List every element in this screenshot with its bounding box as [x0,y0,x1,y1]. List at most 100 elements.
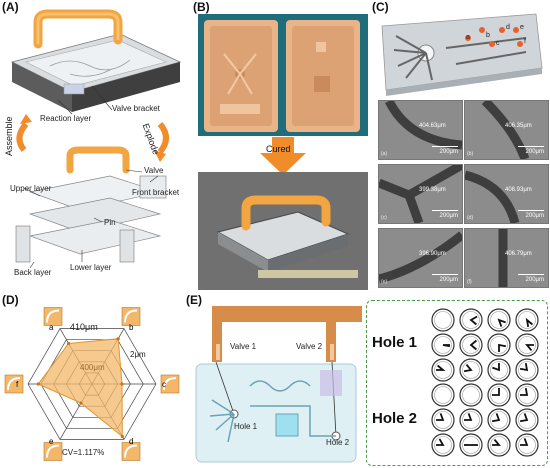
hole-dial-inner [518,386,536,404]
label-hole-1: Hole 1 [234,422,258,431]
scale-bar-label: 200μm [439,277,458,283]
hole-dial-mark [525,317,533,328]
hole-dial-mark [442,344,451,348]
radar-vertex-label-a: a [49,323,54,332]
label-back-layer: Back layer [14,268,52,277]
hole-dial-inner [490,386,508,404]
hole-dial-mark [469,315,478,326]
micrograph-index: (e) [381,279,388,285]
hole-dial-inner [490,336,508,354]
hole-states-box [366,300,548,466]
hole-dial-inner [434,311,452,329]
radar-vertex-label-e: e [49,437,54,446]
radar-vertex-label-c: c [162,380,166,389]
chip-marker-b: b [486,32,490,39]
micrograph-index: (d) [467,215,474,221]
radar-vertex-channel-a [46,309,60,323]
hole-dial-inner [518,336,536,354]
hole-dial-inner [434,336,452,354]
micrograph-index: (f) [467,279,472,285]
hole-dial-inner [490,361,508,379]
radar-point-e [79,401,83,405]
hole-dial-mark [492,388,500,396]
chip-render [376,8,546,98]
hole-2-title: Hole 2 [372,410,418,427]
radar-vertex-label-d: d [129,437,133,446]
scale-bar [432,145,458,147]
micrograph-width-label: 406.35μm [505,123,532,129]
radar-vertex-channel-f [7,377,21,391]
panel-a-illustration [10,9,182,269]
scale-bar-label: 200μm [439,149,458,155]
scale-bar-label: 200μm [439,213,458,219]
radar-vertex-channel-b [124,309,138,323]
micrograph-width-label: 404.63μm [419,123,446,129]
label-pin: Pin [104,218,116,227]
hole-dial-mark [497,318,506,327]
scale-bar [432,273,458,275]
radar-data-area [37,338,123,438]
hole-dial-inner [518,311,536,329]
hole-dial-mark [463,364,473,373]
hole-dial [431,308,455,332]
hole-dial-mark [525,344,534,351]
label-valve: Valve [144,166,164,175]
radar-vertex-icon-b [121,307,141,326]
hole-state-dials [431,308,539,457]
panel-label-a: (A) [2,0,19,14]
hole-dial-mark [492,363,500,372]
micrograph-index: (c) [381,215,387,221]
hole-dial-mark [464,413,473,421]
scale-bar-label: 200μm [525,213,544,219]
radar-vertex-label-b: b [129,323,134,332]
scale-bar [518,209,544,211]
radar-vertex-icon-a [43,307,63,326]
label-upper-layer: Upper layer [10,184,52,193]
radar-cv-label: CV=1.117% [62,448,105,457]
cured-arrow [260,137,306,175]
hole-dial-inner [490,411,508,429]
scale-bar-label: 200μm [525,149,544,155]
hole-dial-mark [520,387,529,396]
valve-diagram [195,306,362,463]
radar-tick-label: 2μm [130,350,146,359]
hole-dial-mark [520,438,529,446]
radar-vertex-icon-f [4,374,24,394]
hole-dial-inner [434,411,452,429]
radar-vertex-icon-e [43,442,63,461]
label-valve-bracket: Valve bracket [112,104,160,113]
panel-label-b: (B) [193,0,210,14]
chip-marker-c: c [496,40,500,47]
hole-dial-inner [434,386,452,404]
hole-dial-mark [469,339,477,351]
hole-dial-mark [498,343,507,352]
radar-point-b [116,337,120,341]
hole-dial-inner [434,361,452,379]
hole-dial-inner [462,386,480,404]
radar-point-f [36,382,40,386]
hole-dial [431,383,455,407]
label-assemble: Assemble [4,116,14,156]
label-lower-layer: Lower layer [70,263,112,272]
hole-dial-inner [490,311,508,329]
scale-bar [518,273,544,275]
radar-inner-label: 400μm [80,363,105,372]
micrograph-width-label: 396.90μm [419,251,446,257]
micrograph-1: 404.63μm 200μm (a) [378,100,463,160]
chip-marker-a: a [466,34,470,41]
panel-label-e: (E) [186,293,202,307]
micrograph-index: (a) [381,151,388,157]
label-reaction-layer: Reaction layer [40,114,92,123]
panel-label-c: (C) [372,0,389,14]
scale-bar-label: 200μm [525,277,544,283]
micrograph-5: 396.90μm 200μm (e) [378,228,463,288]
radar-vertex-icon-d [121,442,141,461]
label-valve-2: Valve 2 [296,342,323,351]
hole-dial-mark [491,413,501,423]
label-valve-1: Valve 1 [230,342,257,351]
photo-cured-device [198,172,368,290]
chip-marker-e: e [520,24,524,31]
